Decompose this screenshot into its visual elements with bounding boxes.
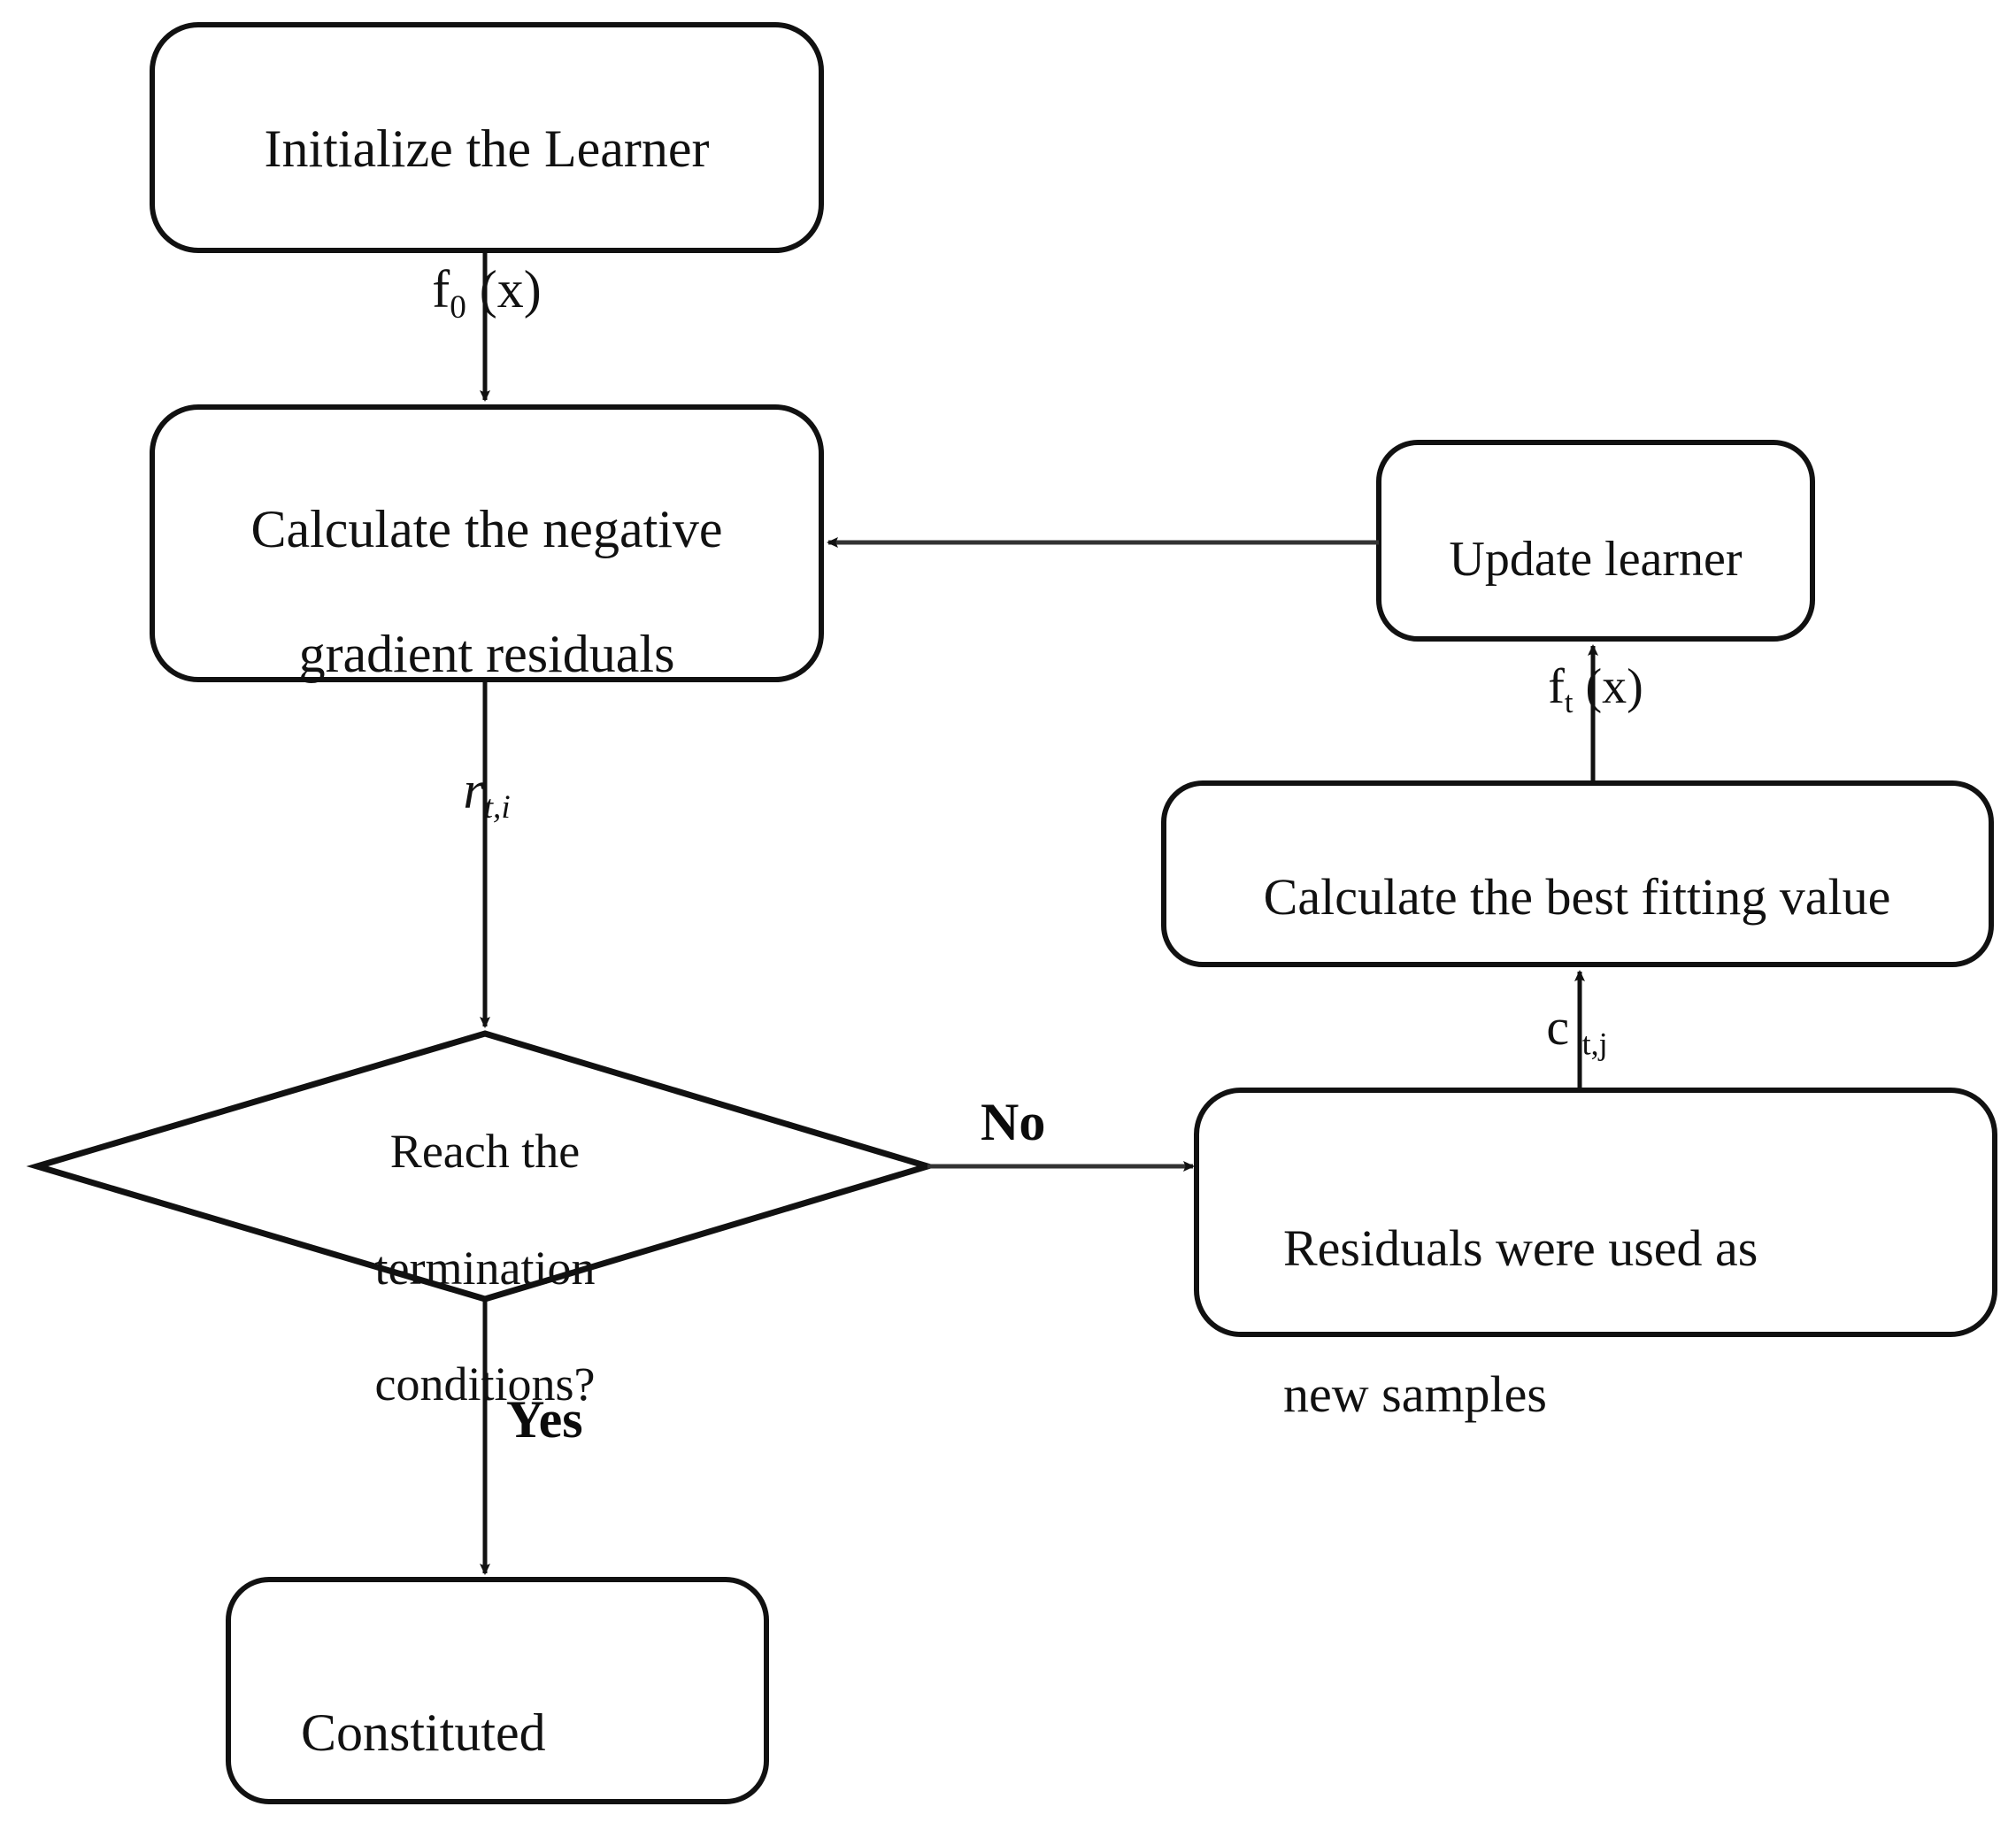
edge-label-yes: Yes <box>506 1390 583 1449</box>
node-shape-decision[interactable] <box>26 1030 939 1303</box>
edge-label-no: No <box>981 1093 1046 1151</box>
node-shape-best-fitting-value[interactable] <box>1161 780 1994 967</box>
node-shape-gbdt-model[interactable] <box>226 1577 769 1804</box>
node-shape-negative-gradient[interactable] <box>150 404 824 682</box>
node-shape-residuals-samples[interactable] <box>1194 1088 1997 1337</box>
node-shape-initialize[interactable] <box>150 22 824 253</box>
node-shape-update-learner[interactable] <box>1376 440 1815 642</box>
